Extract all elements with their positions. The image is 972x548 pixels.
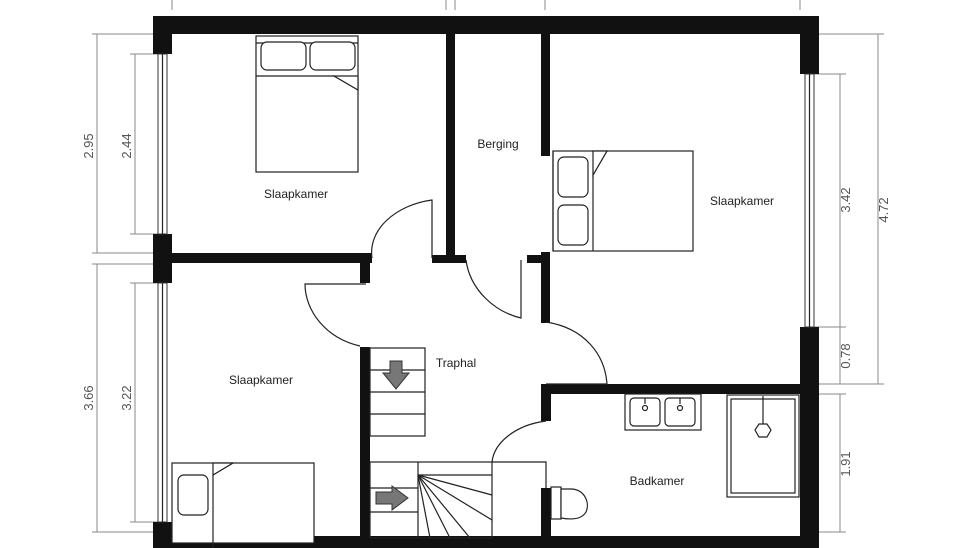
room-labels: Slaapkamer Berging Slaapkamer Slaapkamer… (229, 137, 774, 488)
room-label-bedroom-right: Slaapkamer (710, 194, 774, 208)
double-bed-top (255, 35, 359, 173)
stair-arrow-right-icon (375, 485, 409, 511)
double-bed-right (552, 150, 694, 252)
dimension-lines (92, 0, 884, 533)
windows (157, 53, 815, 523)
double-sink (624, 393, 702, 431)
dim-left-inner-top: 2.44 (119, 133, 134, 158)
stair-arrow-down-icon (381, 360, 411, 390)
single-bed-bottom (171, 462, 315, 548)
dimension-labels: 2.95 2.44 3.66 3.22 3.42 4.72 0.78 1.91 (81, 133, 891, 476)
door-swing-storage (465, 259, 522, 319)
dim-right-small: 0.78 (838, 343, 853, 368)
staircase (369, 347, 493, 539)
dim-left-outer-bottom: 3.66 (81, 385, 96, 410)
dim-right-window: 3.42 (838, 187, 853, 212)
dim-right-bottom: 1.91 (838, 451, 853, 476)
door-swing-bedroom-top (371, 199, 433, 259)
door-swing-bathroom (491, 420, 547, 488)
room-label-bedroom-bottom-left: Slaapkamer (229, 373, 293, 387)
room-label-bedroom-top-left: Slaapkamer (264, 187, 328, 201)
door-swing-bedroom-right (545, 321, 608, 385)
room-label-stairwell: Traphal (436, 356, 476, 370)
shower (726, 394, 800, 498)
dim-left-inner-bottom: 3.22 (119, 385, 134, 410)
walls (153, 16, 819, 548)
toilet (550, 486, 588, 520)
dim-right-outer: 4.72 (876, 197, 891, 222)
room-label-bathroom: Badkamer (630, 474, 685, 488)
door-swing-bedroom-bottom-left (304, 283, 366, 347)
room-label-storage: Berging (477, 137, 518, 151)
dim-left-outer-top: 2.95 (81, 133, 96, 158)
